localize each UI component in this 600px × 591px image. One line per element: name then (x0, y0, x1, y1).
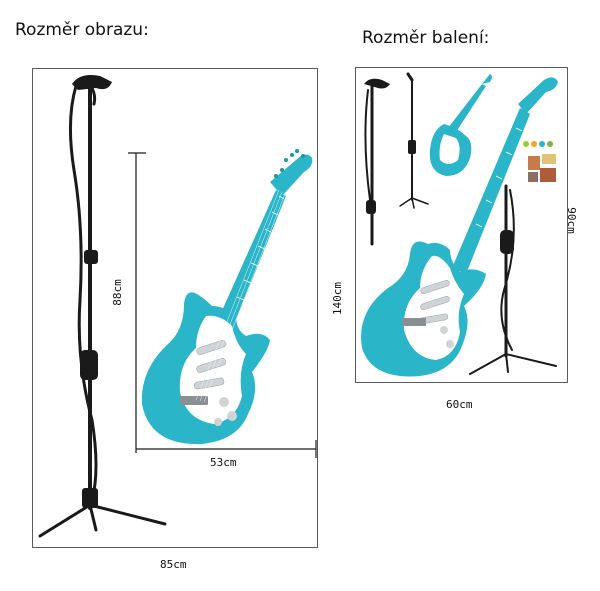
package-width-label: 60cm (446, 398, 473, 411)
package-frame (355, 67, 568, 383)
guitar-width-label: 53cm (210, 456, 237, 469)
package-size-heading: Rozměr balení: (362, 28, 490, 48)
image-frame (32, 68, 318, 548)
microphone-stand-icon (38, 75, 167, 538)
guitar-height-label: 88cm (110, 279, 124, 306)
image-size-heading: Rozměr obrazu: (15, 20, 149, 40)
package-thumbnail-icon (361, 72, 558, 377)
image-height-label: 140cm (331, 281, 345, 316)
electric-guitar-icon (141, 149, 313, 445)
image-width-label: 85cm (160, 558, 187, 571)
guitar-dimension-lines (128, 152, 317, 458)
package-height-label: 90cm (564, 207, 578, 234)
